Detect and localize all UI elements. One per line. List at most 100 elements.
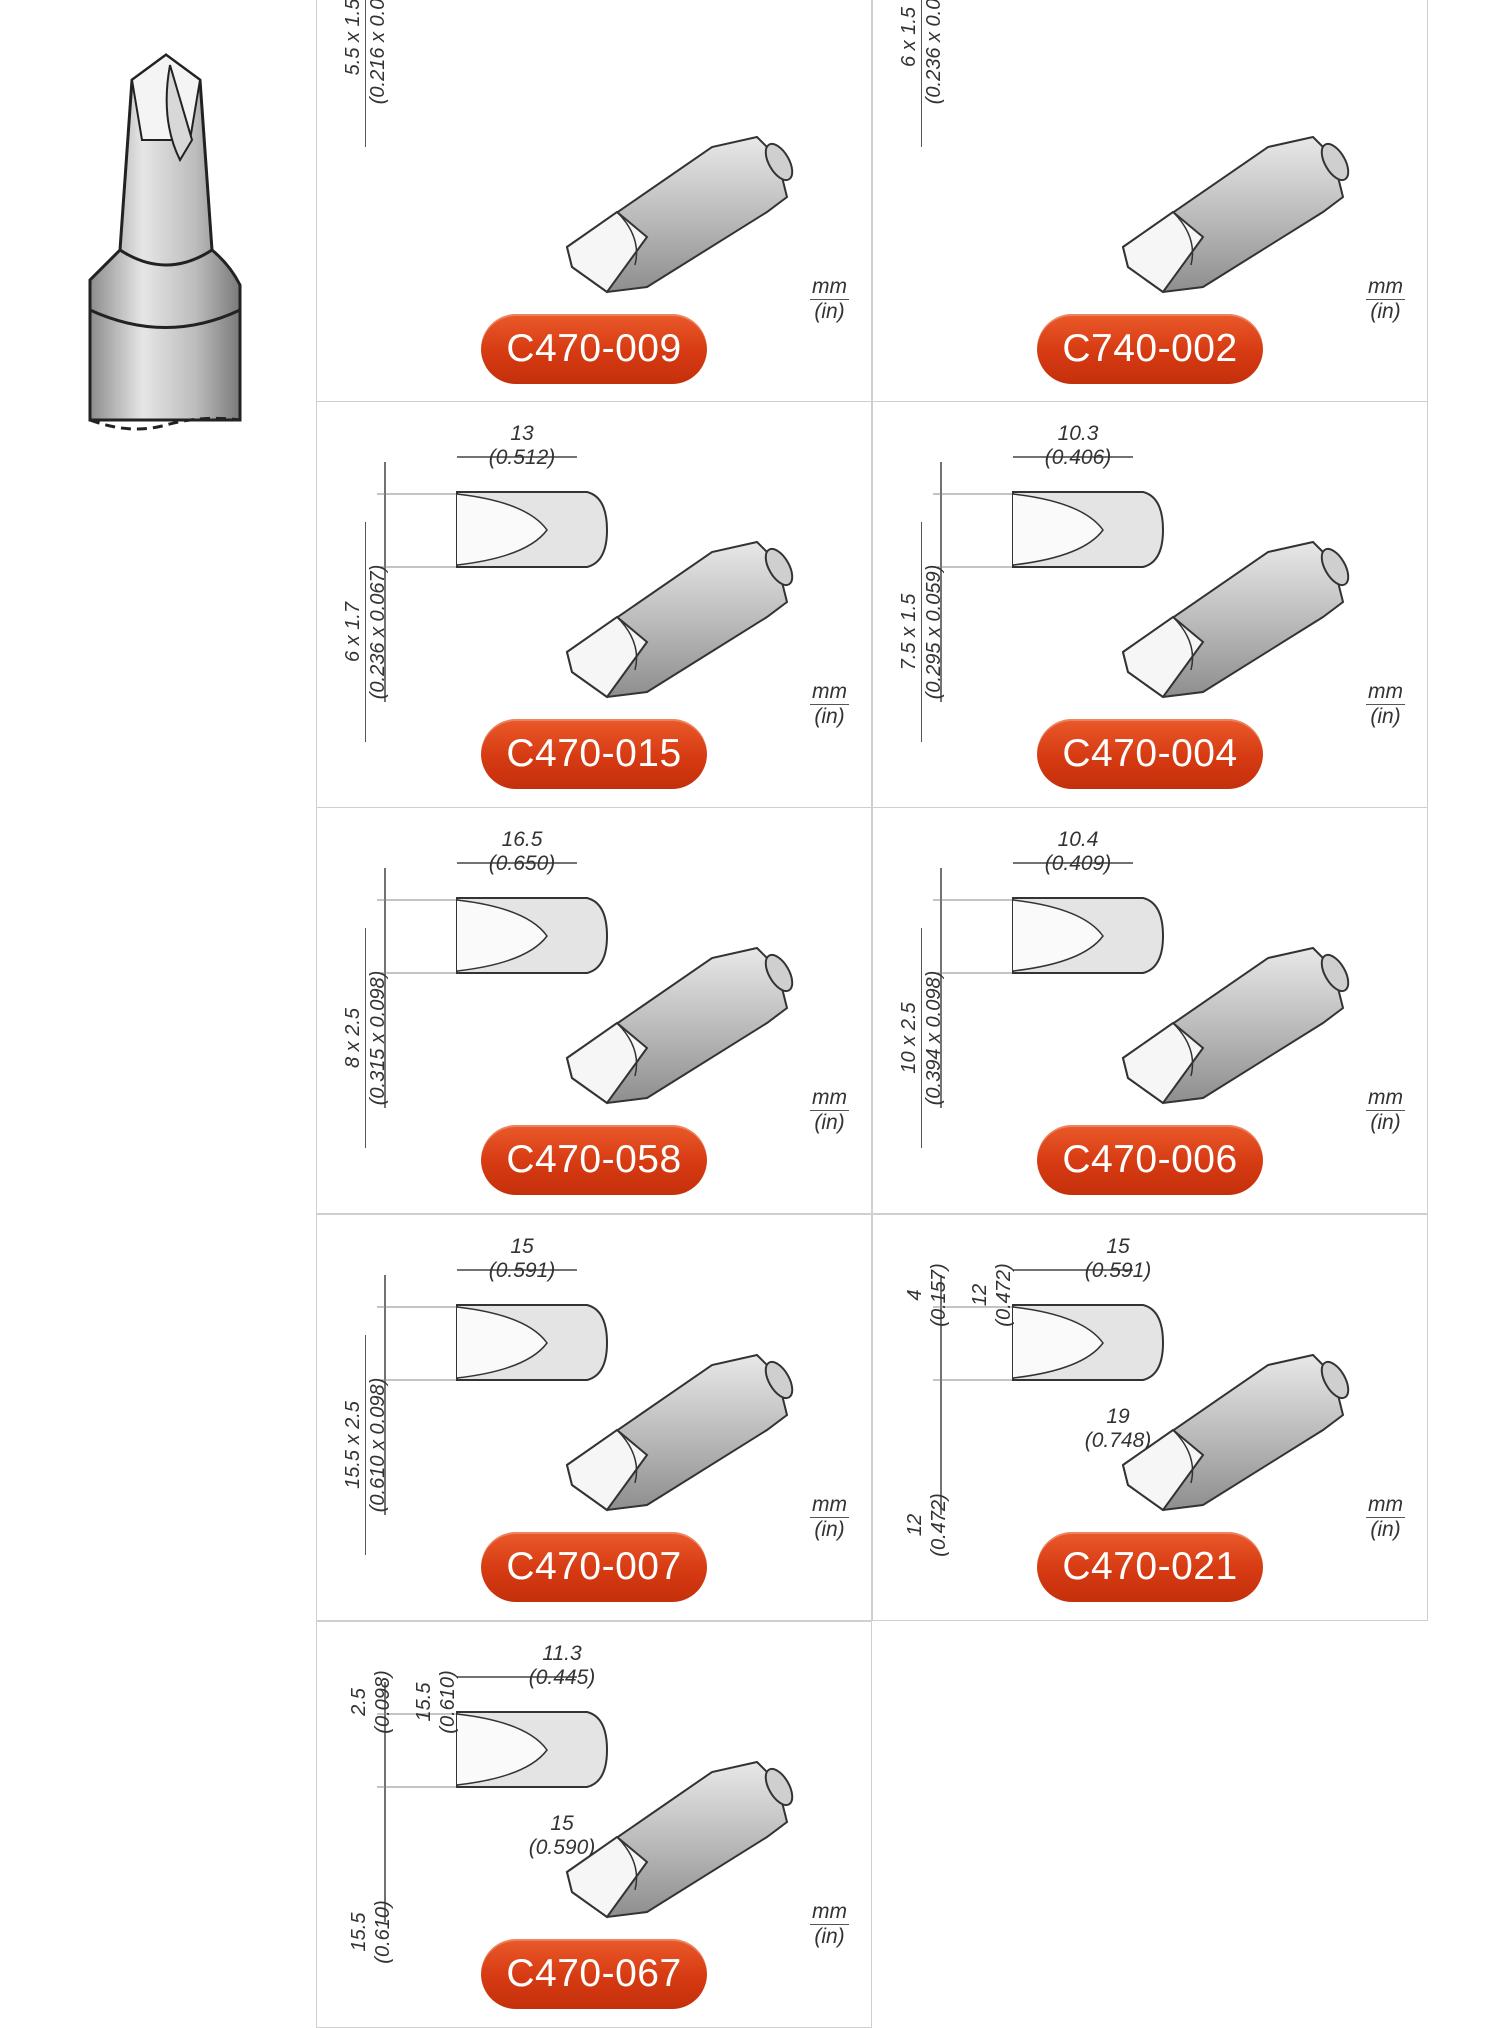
tip-code-badge: C470-004 bbox=[1037, 719, 1263, 789]
dimension-in: (0.236 x 0.059) bbox=[921, 0, 946, 147]
length-mm: 10.4 bbox=[1057, 828, 1099, 851]
dimension-mm: 7.5 x 1.5 bbox=[898, 593, 920, 671]
unit-legend: mm(in) bbox=[1366, 1493, 1405, 1542]
unit-mm: mm bbox=[810, 275, 849, 300]
tip-dimension-label: 19(0.748) bbox=[1063, 1405, 1173, 1453]
dimension-in: (0.472) bbox=[928, 1493, 950, 1557]
tip-card: 7.5 x 1.5(0.295 x 0.059) 10.3(0.406) mm(in… bbox=[872, 401, 1428, 808]
tip-dimension-label: 12(0.472) bbox=[903, 1475, 951, 1575]
tip-drawing bbox=[1121, 946, 1350, 1105]
dimension-in: (0.315 x 0.098) bbox=[365, 928, 390, 1148]
length-in: (0.650) bbox=[488, 852, 556, 875]
tip-dimension-label: 10 x 2.5(0.394 x 0.098) bbox=[897, 928, 946, 1148]
unit-in: (in) bbox=[1370, 705, 1401, 728]
tip-front-view bbox=[377, 1676, 609, 1922]
tip-code-badge: C740-002 bbox=[1037, 314, 1263, 384]
dimension-in: (0.610) bbox=[437, 1670, 459, 1734]
tip-dimension-label: 15.5(0.610) bbox=[347, 1882, 395, 1982]
tip-dimension-label: 5.5 x 1.5(0.216 x 0.059) bbox=[341, 0, 390, 147]
unit-in: (in) bbox=[814, 1111, 845, 1134]
dimension-in: (0.610) bbox=[372, 1900, 394, 1964]
tip-code-badge: C470-006 bbox=[1037, 1125, 1263, 1195]
dimension-mm: 15.5 bbox=[413, 1682, 435, 1722]
tip-dimension-label: 6 x 1.5(0.236 x 0.059) bbox=[897, 0, 946, 147]
tip-code-badge: C470-058 bbox=[481, 1125, 707, 1195]
unit-in: (in) bbox=[814, 705, 845, 728]
tip-code-badge: C470-007 bbox=[481, 1532, 707, 1602]
dimension-mm: 4 bbox=[904, 1289, 926, 1301]
length-mm: 10.3 bbox=[1057, 422, 1099, 445]
unit-legend: mm(in) bbox=[810, 680, 849, 729]
tip-dimension-label: 8 x 2.5(0.315 x 0.098) bbox=[341, 928, 390, 1148]
unit-legend: mm(in) bbox=[810, 1900, 849, 1949]
unit-mm: mm bbox=[1366, 1086, 1405, 1111]
dimension-in: (0.590) bbox=[528, 1836, 596, 1859]
dimension-mm: 6 x 1.5 bbox=[898, 6, 920, 68]
tip-front-view bbox=[933, 1269, 1165, 1515]
unit-in: (in) bbox=[814, 1518, 845, 1541]
tip-drawing bbox=[565, 540, 794, 699]
tip-card: 6 x 1.7(0.236 x 0.067) 13(0.512) mm(in) C47… bbox=[316, 401, 872, 808]
tip-dimension-label: 11.3(0.445) bbox=[507, 1642, 617, 1690]
unit-mm: mm bbox=[810, 680, 849, 705]
unit-mm: mm bbox=[810, 1900, 849, 1925]
unit-legend: mm(in) bbox=[810, 1493, 849, 1542]
dimension-in: (0.445) bbox=[528, 1666, 596, 1689]
dimension-mm: 12 bbox=[904, 1513, 926, 1537]
length-in: (0.512) bbox=[488, 446, 556, 469]
dimension-in: (0.472) bbox=[993, 1263, 1015, 1327]
dimension-mm: 2.5 bbox=[348, 1688, 370, 1716]
tip-drawing bbox=[565, 1353, 794, 1512]
tip-length-label: 15(0.591) bbox=[457, 1235, 587, 1283]
length-in: (0.409) bbox=[1044, 852, 1112, 875]
unit-mm: mm bbox=[1366, 275, 1405, 300]
unit-mm: mm bbox=[1366, 680, 1405, 705]
dimension-mm: 10 x 2.5 bbox=[898, 1002, 920, 1074]
dimension-mm: 12 bbox=[969, 1283, 991, 1307]
dimension-mm: 15 bbox=[1106, 1235, 1130, 1258]
unit-in: (in) bbox=[1370, 1518, 1401, 1541]
dimension-mm: 5.5 x 1.5 bbox=[342, 0, 364, 76]
tip-drawing bbox=[1121, 135, 1350, 294]
tip-length-label: 10.3(0.406) bbox=[1013, 422, 1143, 470]
dimension-mm: 6 x 1.7 bbox=[342, 601, 364, 663]
tip-dimension-label: 15(0.590) bbox=[507, 1812, 617, 1860]
tip-drawing bbox=[1121, 540, 1350, 699]
tip-drawing bbox=[565, 1760, 794, 1919]
dimension-in: (0.216 x 0.059) bbox=[365, 0, 390, 147]
dimension-in: (0.394 x 0.098) bbox=[921, 928, 946, 1148]
unit-mm: mm bbox=[1366, 1493, 1405, 1518]
hero-tip-illustration bbox=[70, 20, 260, 440]
tip-card: 6 x 1.5(0.236 x 0.059) mm(in) C740-002 bbox=[872, 0, 1428, 403]
tip-front-view bbox=[933, 862, 1165, 1108]
unit-legend: mm(in) bbox=[1366, 275, 1405, 324]
length-in: (0.406) bbox=[1044, 446, 1112, 469]
length-mm: 16.5 bbox=[501, 828, 543, 851]
unit-in: (in) bbox=[814, 300, 845, 323]
tip-dimension-label: 15(0.591) bbox=[1063, 1235, 1173, 1283]
unit-mm: mm bbox=[810, 1493, 849, 1518]
unit-in: (in) bbox=[1370, 1111, 1401, 1134]
tip-dimension-label: 7.5 x 1.5(0.295 x 0.059) bbox=[897, 522, 946, 742]
tip-drawing bbox=[1121, 1353, 1350, 1512]
dimension-mm: 8 x 2.5 bbox=[342, 1007, 364, 1069]
unit-legend: mm(in) bbox=[810, 1086, 849, 1135]
tip-dimension-label: 15.5(0.610) bbox=[412, 1652, 460, 1752]
tip-length-label: 10.4(0.409) bbox=[1013, 828, 1143, 876]
tip-code-badge: C470-009 bbox=[481, 314, 707, 384]
tip-dimension-label: 12(0.472) bbox=[968, 1245, 1016, 1345]
tip-card: 4(0.157)12(0.472)15(0.591)19(0.748)12(0.… bbox=[872, 1214, 1428, 1621]
tip-code-badge: C470-015 bbox=[481, 719, 707, 789]
tip-length-label: 13(0.512) bbox=[457, 422, 587, 470]
unit-legend: mm(in) bbox=[1366, 1086, 1405, 1135]
tip-dimension-label: 15.5 x 2.5(0.610 x 0.098) bbox=[341, 1335, 390, 1555]
tip-code-badge: C470-067 bbox=[481, 1939, 707, 2009]
tip-dimension-label: 2.5(0.098) bbox=[347, 1652, 395, 1752]
unit-legend: mm(in) bbox=[810, 275, 849, 324]
tip-dimension-label: 6 x 1.7(0.236 x 0.067) bbox=[341, 522, 390, 742]
dimension-in: (0.610 x 0.098) bbox=[365, 1335, 390, 1555]
dimension-mm: 15.5 bbox=[348, 1912, 370, 1952]
unit-legend: mm(in) bbox=[1366, 680, 1405, 729]
dimension-in: (0.748) bbox=[1084, 1429, 1152, 1452]
tip-front-view bbox=[933, 456, 1165, 702]
